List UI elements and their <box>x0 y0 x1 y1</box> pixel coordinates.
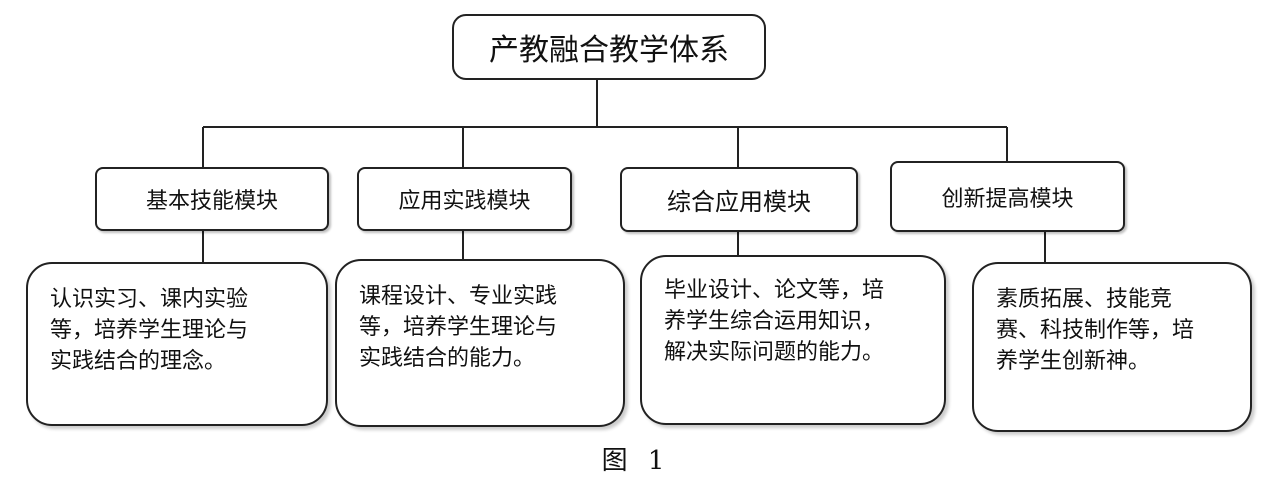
description-line: 解决实际问题的能力。 <box>664 340 885 365</box>
module-description-innovation: 素质拓展、技能竞 赛、科技制作等，培 养学生创新神。 <box>972 262 1252 432</box>
module-title: 综合应用模块 <box>667 188 811 216</box>
figure-caption: 图 1 <box>601 446 671 476</box>
module-description-comprehensive-application: 毕业设计、论文等，培 养学生综合运用知识， 解决实际问题的能力。 <box>640 255 946 425</box>
module-description-applied-practice: 课程设计、专业实践 等，培养学生理论与 实践结合的能力。 <box>335 259 625 427</box>
description-line: 毕业设计、论文等，培 <box>664 278 885 303</box>
module-description-basic-skills: 认识实习、课内实验 等，培养学生理论与 实践结合的理念。 <box>26 262 328 426</box>
module-node-comprehensive-application: 综合应用模块 <box>620 167 858 232</box>
description-line: 赛、科技制作等，培 <box>996 318 1195 343</box>
module-title: 基本技能模块 <box>145 189 278 214</box>
description-line: 素质拓展、技能竞 <box>996 287 1173 312</box>
description-line: 等，培养学生理论与 <box>359 315 558 340</box>
description-line: 养学生综合运用知识， <box>664 309 885 334</box>
module-node-basic-skills: 基本技能模块 <box>95 167 329 231</box>
description-line: 养学生创新神。 <box>996 349 1151 374</box>
root-title: 产教融合教学体系 <box>489 33 729 68</box>
description-line: 等，培养学生理论与 <box>50 318 249 343</box>
description-line: 实践结合的能力。 <box>359 346 536 371</box>
module-title: 应用实践模块 <box>398 189 531 214</box>
description-line: 认识实习、课内实验 <box>50 287 249 312</box>
module-title: 创新提高模块 <box>941 186 1074 212</box>
root-node: 产教融合教学体系 <box>452 14 766 80</box>
description-line: 实践结合的理念。 <box>50 349 227 374</box>
module-node-innovation: 创新提高模块 <box>890 161 1125 232</box>
module-node-applied-practice: 应用实践模块 <box>357 167 572 231</box>
description-line: 课程设计、专业实践 <box>359 284 558 309</box>
